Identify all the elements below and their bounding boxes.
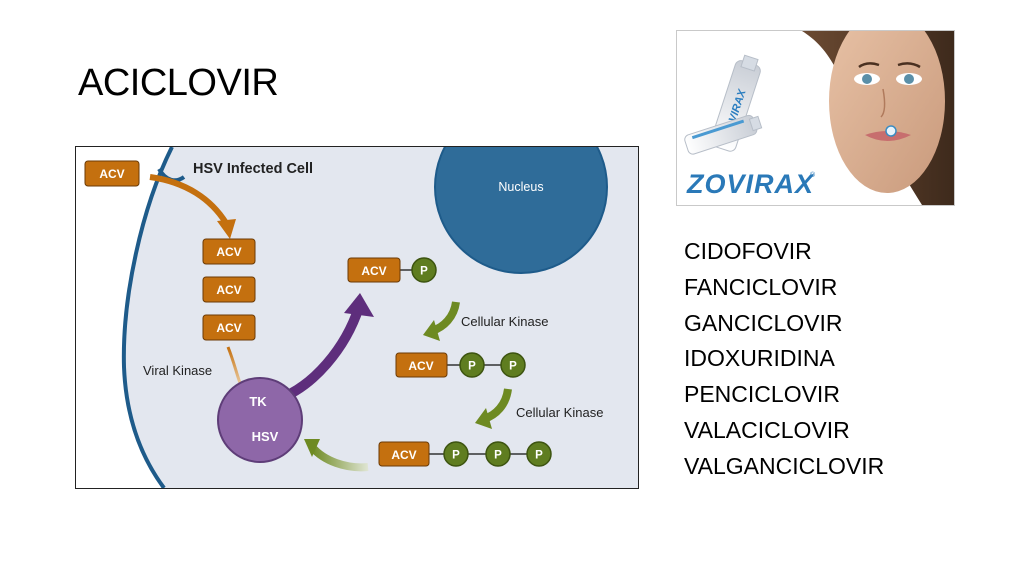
cell-membrane — [121, 147, 174, 488]
phosphate-label-2a: P — [468, 361, 476, 373]
enzyme-label-bottom: HSV — [252, 429, 279, 444]
brand-logo: ZOVIRAX — [686, 169, 815, 199]
acv-label-stack-3: ACV — [216, 321, 241, 335]
left-brow — [858, 62, 880, 69]
cell-label: HSV Infected Cell — [193, 161, 313, 177]
tk-hsv-enzyme — [217, 377, 303, 463]
green-arrow-2-head — [475, 408, 492, 429]
nucleus — [434, 147, 608, 274]
green-arrow-1-head — [423, 320, 440, 341]
drug-list-item: CIDOFOVIR — [684, 238, 812, 264]
face-shape — [829, 31, 945, 193]
drug-list-item: FANCICLOVIR — [684, 273, 838, 300]
phosphate-label-3a: P — [452, 450, 460, 462]
acv-label-stack-1: ACV — [216, 245, 241, 259]
nucleus-label: Nucleus — [498, 180, 543, 194]
acv-box-outside — [84, 160, 140, 187]
acv-p-label: ACV — [361, 264, 386, 278]
ad-image: ZOVIRAX ZOVIRAX ® — [677, 31, 954, 205]
phosphate-2b — [500, 352, 526, 378]
acv-box-stack-2 — [202, 276, 256, 303]
left-iris — [862, 74, 872, 84]
acv-ppp-label: ACV — [391, 448, 416, 462]
entry-arrow — [149, 174, 229, 225]
diagram-canvas: Nucleus HSV Infected Cell ACV ACV ACV AC… — [76, 147, 608, 488]
acv-p-box — [347, 257, 401, 283]
green-arrow-3 — [308, 444, 369, 472]
phosphate-1 — [411, 257, 437, 283]
stack-to-enzyme-line — [226, 346, 242, 384]
mechanism-diagram: Nucleus HSV Infected Cell ACV ACV ACV AC… — [75, 146, 639, 489]
phosphate-3b — [485, 441, 511, 467]
drug-list-item: VALGANCICLOVIR — [684, 452, 885, 479]
nose-line — [880, 88, 886, 118]
lips — [865, 131, 911, 141]
entry-arrow-head — [217, 219, 236, 239]
drug-list-item: IDOXURIDINA — [684, 345, 835, 372]
phosphate-label-1: P — [420, 266, 428, 278]
drug-list-item: GANCICLOVIR — [684, 309, 843, 336]
acv-pp-box — [395, 352, 448, 378]
enzyme-label-top: TK — [249, 394, 267, 409]
phosphate-2a — [459, 352, 485, 378]
product-tube-lying — [684, 114, 763, 155]
purple-arrow — [274, 305, 364, 405]
acv-box-stack-1 — [202, 238, 256, 265]
acv-box-stack-3 — [202, 314, 256, 341]
viral-kinase-label: Viral Kinase — [143, 363, 212, 378]
cellular-kinase-label-2: Cellular Kinase — [516, 405, 603, 420]
acv-label-stack-2: ACV — [216, 283, 241, 297]
registered-mark: ® — [810, 171, 816, 179]
right-iris — [904, 74, 914, 84]
acv-label-outside: ACV — [99, 167, 124, 181]
phosphate-label-3b: P — [494, 450, 502, 462]
phosphate-label-2b: P — [509, 361, 517, 373]
green-arrow-3-head — [304, 439, 320, 457]
purple-arrow-head — [344, 293, 374, 317]
drug-list-item: PENCICLOVIR — [684, 381, 840, 408]
cellular-kinase-label-1: Cellular Kinase — [461, 314, 548, 329]
phosphate-label-3c: P — [535, 450, 543, 462]
drug-list: CIDOFOVIR FANCICLOVIR GANCICLOVIR IDOXUR… — [684, 234, 884, 485]
acv-ppp-box — [378, 441, 430, 467]
right-brow — [897, 62, 921, 69]
cold-sore-patch — [885, 125, 897, 137]
drug-list-item: VALACICLOVIR — [684, 416, 850, 443]
slide-title: ACICLOVIR — [78, 62, 279, 104]
acv-pp-label: ACV — [408, 359, 433, 373]
phosphate-3a — [443, 441, 469, 467]
product-advertisement: ZOVIRAX ZOVIRAX ® — [676, 30, 955, 206]
phosphate-3c — [526, 441, 552, 467]
